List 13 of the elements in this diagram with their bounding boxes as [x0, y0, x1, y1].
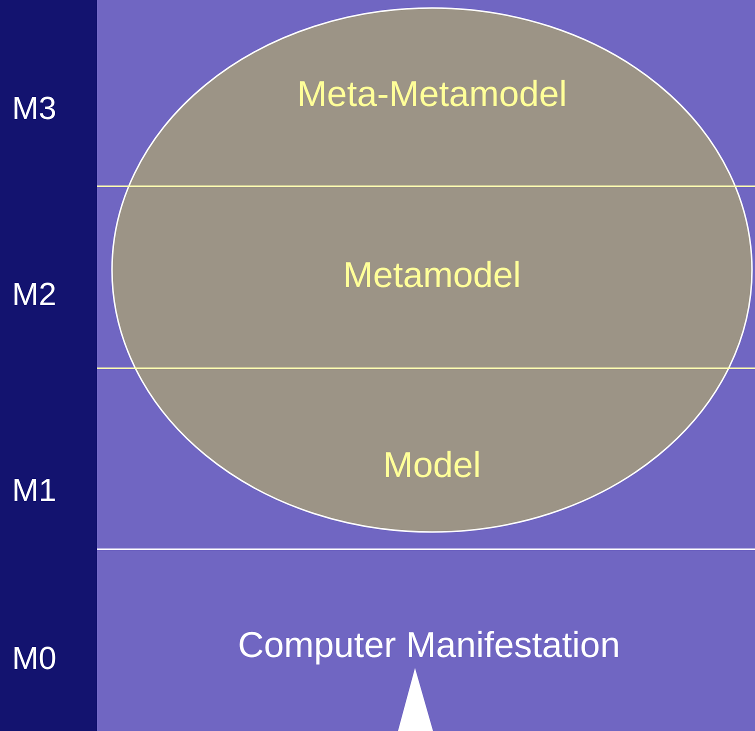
layer-label: M3	[12, 90, 56, 126]
pointer-arrow	[398, 668, 433, 731]
layer-band	[97, 369, 755, 550]
layer-band	[97, 187, 755, 369]
layer-label: M0	[12, 640, 56, 676]
layer-band	[97, 0, 755, 187]
level-label: Model	[382, 445, 482, 485]
level-label: Computer Manifestation	[238, 625, 620, 665]
level-label: Metamodel	[342, 255, 522, 295]
level-label: Meta-Metamodel	[296, 74, 568, 114]
layer-label: M2	[12, 276, 56, 312]
layer-band	[97, 550, 755, 731]
layer-label: M1	[12, 472, 56, 508]
